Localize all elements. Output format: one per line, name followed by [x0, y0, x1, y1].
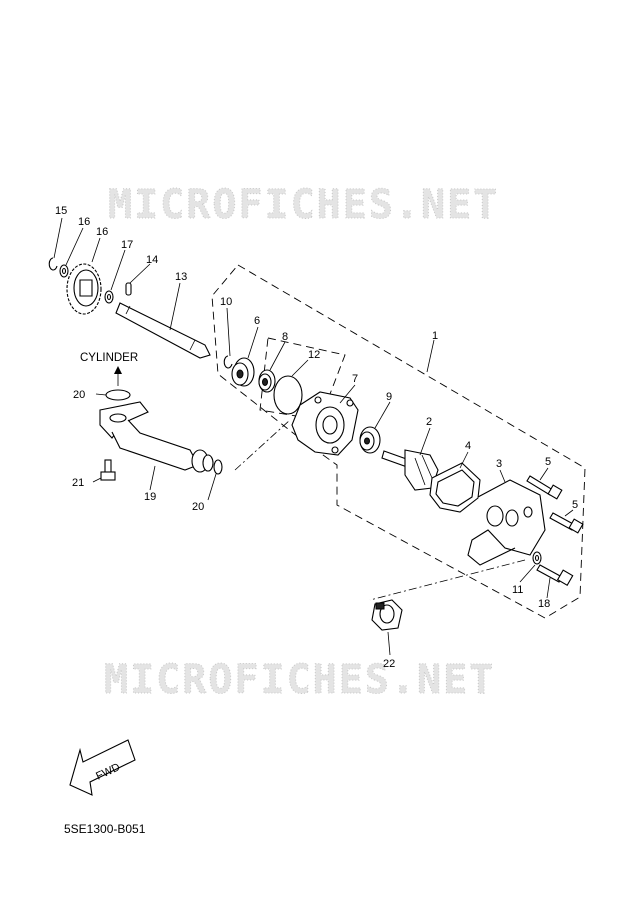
bolt-12	[536, 564, 574, 586]
bolt-21	[100, 459, 116, 481]
callout-17: 16	[96, 226, 108, 238]
callout-12: 18	[538, 598, 550, 610]
fwd-arrow: FWD	[69, 739, 136, 796]
callout-9: 9	[386, 391, 392, 403]
callout-2: 2	[426, 416, 432, 428]
callout-1: 1	[432, 330, 438, 342]
cylinder-arrow	[114, 366, 122, 374]
shaft-14	[115, 302, 211, 359]
housing-7	[291, 391, 359, 456]
cover-3	[467, 479, 546, 566]
callout-10: 10	[220, 296, 232, 308]
bolt-5b	[549, 512, 584, 534]
cylinder-label: CYLINDER	[80, 352, 138, 364]
callout-15: 14	[146, 254, 158, 266]
center-axis	[234, 419, 526, 601]
callout-4: 4	[465, 440, 471, 452]
gasket-4	[429, 462, 481, 513]
bearing-6	[231, 357, 255, 387]
callout-5b: 5	[572, 499, 578, 511]
callout-14: 13	[175, 271, 187, 283]
callout-8: 8	[282, 331, 288, 343]
oring-13	[273, 375, 303, 415]
washer-16a	[59, 264, 69, 278]
impeller-2	[381, 449, 439, 491]
circlip-18	[48, 257, 58, 271]
callout-21: 21	[72, 477, 84, 489]
callout-6: 6	[254, 315, 260, 327]
callout-11: 11	[512, 584, 523, 596]
watermark-bottom: MICROFICHES.NET	[104, 657, 495, 703]
callout-22: 22	[383, 658, 395, 670]
gear-17	[66, 263, 102, 315]
washer-11	[532, 551, 542, 565]
diagram-code: 5SE1300-B051	[64, 822, 146, 836]
seal-9	[359, 426, 381, 454]
callout-18: 15	[55, 205, 67, 217]
bolt-5a	[526, 475, 563, 500]
callout-7: 7	[352, 373, 358, 385]
clamp-22	[371, 599, 403, 631]
pipe-19	[99, 401, 214, 473]
callout-16b: 17	[121, 239, 133, 251]
callout-3: 3	[496, 458, 502, 470]
callout-13: 12	[308, 349, 320, 361]
leader-lines	[53, 217, 574, 656]
circlip-10	[223, 355, 233, 369]
watermark-top: MICROFICHES.NET	[108, 182, 499, 228]
assembly-outline	[211, 264, 586, 619]
callout-5a: 5	[545, 456, 551, 468]
callout-16a: 16	[78, 216, 90, 228]
seal-8	[258, 369, 276, 393]
callout-19: 19	[144, 491, 156, 503]
washer-16b	[104, 290, 114, 304]
callout-20b: 20	[192, 501, 204, 513]
pin-15	[125, 282, 132, 296]
callout-20a: 20	[73, 389, 85, 401]
oring-20b	[213, 459, 223, 475]
oring-20a	[105, 389, 131, 401]
